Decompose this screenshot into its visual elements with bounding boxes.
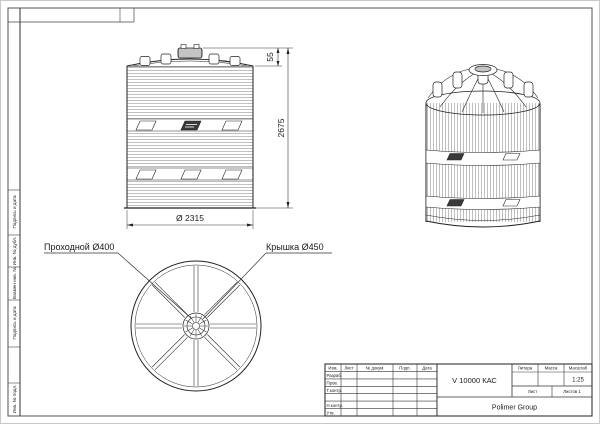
col-docnum: № докум.	[366, 365, 385, 370]
list-label: Лист	[528, 389, 537, 394]
doc-title: V 10000 КАС	[452, 376, 497, 385]
strip-label: Инв. № дубл.	[12, 237, 17, 265]
strip-label: Подпись и дата	[12, 195, 17, 228]
listov-label: Листов 1	[563, 389, 581, 394]
col-data: Дата	[422, 365, 432, 370]
inlet-label: Проходной Ø400	[44, 242, 114, 252]
title-block-text: Изм. Лист № докум. Подп. Дата Разраб. Пр…	[327, 365, 588, 415]
litera-label: Литера	[518, 365, 533, 370]
col-izm: Изм.	[328, 365, 337, 370]
row-razrab: Разраб.	[327, 373, 342, 378]
strip-label: Подпись и дата	[12, 306, 17, 339]
iso-apex-cap	[468, 64, 498, 76]
masshtab-label: Масштаб	[569, 365, 588, 370]
manhole-cap	[177, 44, 203, 59]
row-nkontr: Н.контр.	[327, 403, 344, 408]
top-view	[130, 260, 262, 392]
strip-label: Взамен инв. №	[12, 267, 17, 299]
massa-label: Масса	[545, 365, 558, 370]
row-prov: Пров.	[327, 381, 338, 386]
dim-cap-height: 55	[265, 52, 275, 62]
col-podp: Подп.	[399, 365, 410, 370]
iso-view	[425, 64, 541, 228]
corner-stamp-box	[8, 8, 135, 23]
front-view-dimensions: 55 2675 Ø 2315	[126, 47, 293, 229]
row-tkontr: Т.контр.	[327, 388, 343, 393]
left-strip-labels: Подпись и дата Инв. № дубл. Взамен инв. …	[12, 195, 17, 413]
front-view	[124, 44, 256, 209]
strip-label: Инв. № подл.	[12, 385, 17, 414]
iso-decals	[446, 153, 521, 207]
company-name: Polimer Group	[492, 405, 537, 412]
tank-decals	[135, 120, 243, 180]
left-strip	[8, 189, 20, 384]
col-list: Лист	[344, 365, 353, 370]
dome-tabs	[139, 53, 241, 66]
row-utv: Утв.	[327, 410, 335, 415]
dim-diameter: Ø 2315	[176, 213, 204, 223]
dim-total-height: 2675	[276, 118, 286, 137]
cover-label: Крышка Ø450	[266, 242, 324, 252]
top-view-callouts: Проходной Ø400 Крышка Ø450	[44, 242, 332, 320]
title-block	[324, 363, 593, 417]
scale-value: 1:25	[572, 378, 584, 384]
